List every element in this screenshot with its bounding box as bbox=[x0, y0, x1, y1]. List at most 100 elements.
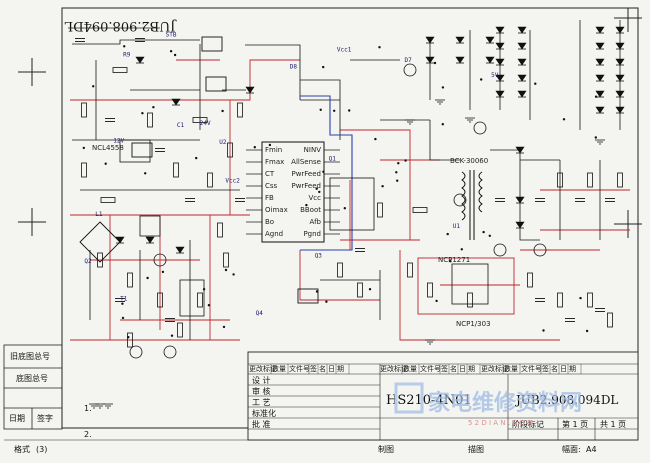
junction-dot bbox=[141, 112, 144, 115]
diode bbox=[171, 98, 181, 106]
ground-symbol bbox=[405, 119, 415, 125]
optocoupler bbox=[131, 142, 153, 158]
title-drawing-number: JUB2.908.094DL bbox=[514, 393, 618, 407]
diode bbox=[595, 106, 605, 114]
sheet-total: 共 1 页 bbox=[600, 420, 626, 429]
diode bbox=[615, 26, 625, 34]
resistor bbox=[377, 202, 383, 218]
junction-dot bbox=[224, 268, 228, 272]
title-block: 更改标记数量文件号签名日期更改标记数量文件号签名日期更改标记数量文件号签名日期 … bbox=[247, 351, 639, 441]
junction-dot bbox=[146, 276, 149, 280]
ground-trace bbox=[70, 59, 300, 101]
role-standard: 标准化 bbox=[252, 408, 276, 418]
resistor bbox=[197, 292, 203, 308]
net-label: 24V bbox=[200, 120, 211, 127]
junction-dot bbox=[232, 273, 235, 276]
diode bbox=[425, 36, 435, 44]
junction-dot bbox=[253, 146, 256, 149]
chip-pin-left: CT bbox=[265, 170, 275, 178]
junction-dot bbox=[460, 248, 463, 251]
diode bbox=[595, 26, 605, 34]
diode bbox=[595, 58, 605, 66]
chip-pin-left: Fmin bbox=[265, 146, 282, 154]
resistor bbox=[227, 142, 233, 158]
resistor bbox=[587, 172, 593, 188]
resistor bbox=[100, 197, 116, 203]
net-label: R9 bbox=[123, 52, 131, 59]
watermark-url: 5 2 D I A N . C O M bbox=[468, 419, 533, 427]
junction-dot bbox=[348, 109, 351, 112]
junction-dot bbox=[195, 156, 198, 160]
ground-symbol bbox=[89, 403, 99, 409]
left-sidebar-table: 旧底图总号 底图总号 日期 签字 bbox=[3, 344, 63, 430]
junction-dot bbox=[170, 334, 174, 337]
optocoupler bbox=[205, 76, 227, 92]
junction-dot bbox=[579, 296, 582, 300]
junction-dot bbox=[433, 61, 437, 65]
resistor bbox=[223, 252, 229, 268]
resistor bbox=[112, 67, 128, 73]
footnote-mark-1: 1. bbox=[84, 404, 92, 413]
chip-pin-left: Css bbox=[265, 182, 278, 190]
resistor bbox=[357, 282, 363, 298]
junction-dot bbox=[319, 108, 322, 112]
ic-left-label: NCL4558 bbox=[92, 144, 124, 152]
resistor bbox=[192, 117, 208, 123]
watermark-text: 家电维修资料网 bbox=[428, 390, 582, 416]
junction-dot bbox=[343, 207, 346, 210]
diode bbox=[485, 36, 495, 44]
junction-dot bbox=[378, 46, 381, 49]
transistor bbox=[403, 63, 417, 77]
ground-symbol bbox=[435, 99, 445, 105]
junction-dot bbox=[123, 45, 126, 48]
resistor bbox=[127, 272, 133, 288]
role-process: 工 艺 bbox=[252, 398, 271, 407]
junction-dot bbox=[325, 300, 328, 303]
change-header-cell: 更改标记 bbox=[249, 364, 277, 373]
diode bbox=[595, 42, 605, 50]
change-header-cell: 数量 bbox=[403, 364, 417, 373]
ground-symbol bbox=[103, 403, 113, 409]
junction-dot bbox=[488, 234, 491, 237]
diode bbox=[517, 26, 527, 34]
net-label: Vcc1 bbox=[337, 47, 352, 54]
junction-dot bbox=[368, 288, 372, 291]
chip-pin-left: Bo bbox=[265, 218, 274, 226]
resistor bbox=[81, 162, 87, 178]
junction-dot bbox=[315, 187, 318, 190]
junction-dot bbox=[315, 290, 319, 293]
bridge-rectifier bbox=[79, 221, 121, 263]
junction-dot bbox=[542, 329, 545, 332]
diode bbox=[455, 36, 465, 44]
ground-symbol bbox=[425, 339, 435, 345]
junction-dot bbox=[435, 299, 438, 303]
resistor bbox=[157, 292, 163, 308]
junction-dot bbox=[397, 162, 400, 165]
ncp-block bbox=[417, 257, 515, 315]
junction-dot bbox=[585, 329, 589, 333]
diode bbox=[145, 236, 155, 244]
change-header-cell: 数量 bbox=[504, 364, 518, 373]
diode bbox=[245, 86, 255, 94]
ground-symbol bbox=[595, 139, 605, 145]
net-label: L1 bbox=[95, 211, 103, 218]
diode bbox=[517, 74, 527, 82]
net-label: C1 bbox=[177, 122, 185, 129]
transistor bbox=[533, 243, 547, 257]
junction-dot bbox=[374, 137, 377, 141]
format-label: 格式 bbox=[14, 444, 30, 454]
ic-block bbox=[139, 215, 161, 237]
junction-dot bbox=[441, 123, 444, 126]
main-controller-chip: FminFmaxCTCssFBOimaxBoAgndNINVAllSensePw… bbox=[246, 141, 340, 243]
change-header-cell: 签 bbox=[441, 364, 448, 373]
change-header-cell: 更改标记 bbox=[380, 364, 408, 373]
old-base-number-label: 旧底图总号 bbox=[10, 351, 50, 361]
transistor bbox=[163, 345, 177, 359]
ground-symbol bbox=[465, 117, 475, 123]
ic-main-label: NCP1271 bbox=[438, 256, 470, 264]
stage-mark-label: 阶段标记 bbox=[512, 419, 544, 429]
junction-dot bbox=[322, 65, 325, 69]
chip-pin-left: FB bbox=[265, 194, 274, 202]
junction-dot bbox=[121, 316, 125, 320]
